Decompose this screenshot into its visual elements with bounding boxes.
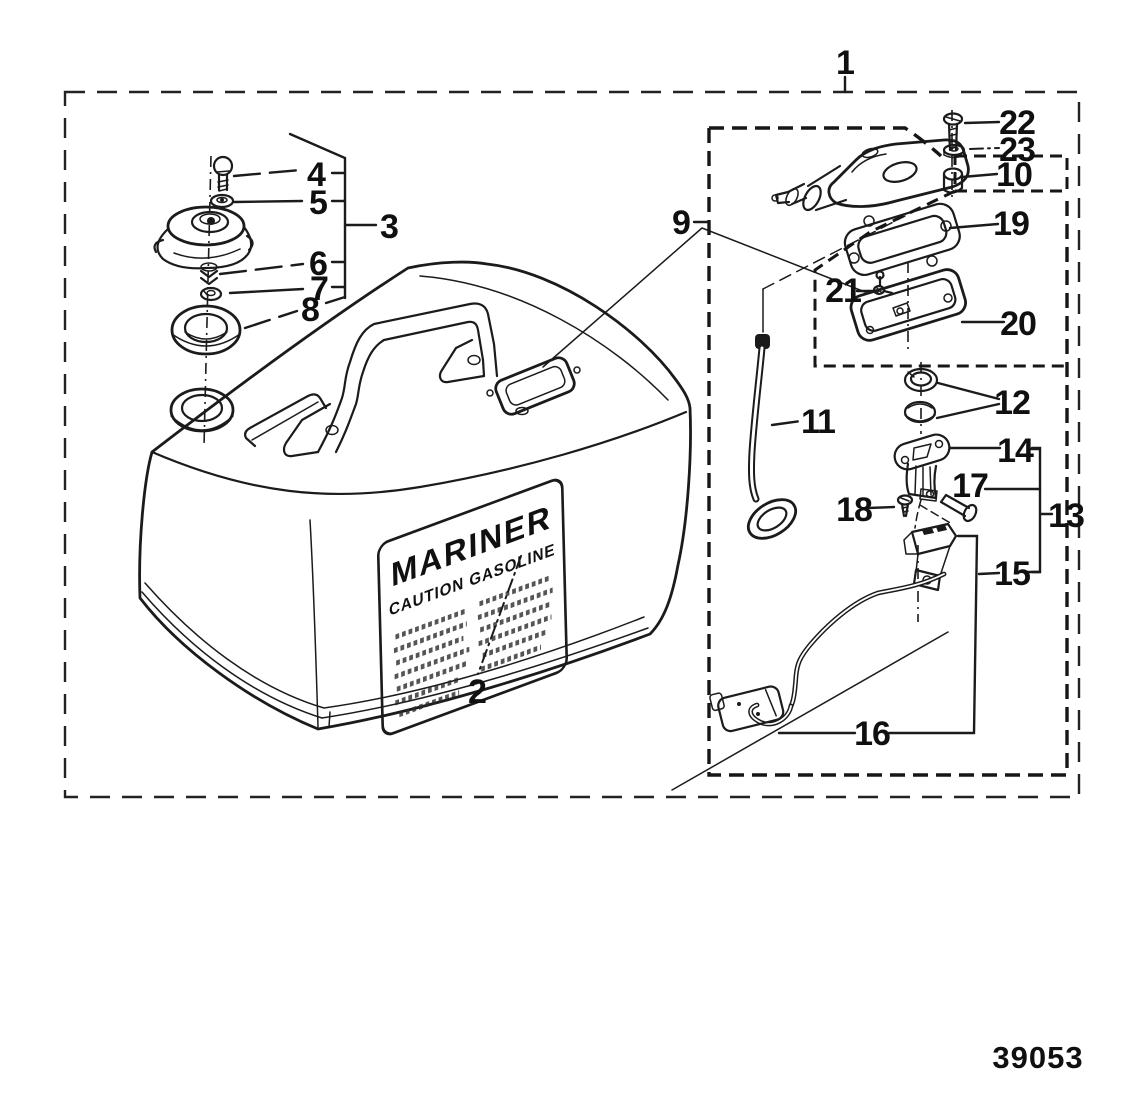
pickup-flange-part14: [893, 433, 951, 502]
fuel-tank-drawing: [138, 260, 692, 731]
callout-11: 11: [801, 403, 835, 441]
callout-19: 19: [993, 205, 1029, 243]
gasket-part19: [843, 202, 961, 276]
callout-8: 8: [301, 291, 319, 329]
washer-part7: [199, 286, 223, 302]
sender-bracket-part15: [903, 499, 958, 592]
callout-23: 23: [999, 131, 1035, 169]
callout-14: 14: [997, 432, 1034, 470]
callout-17: 17: [952, 467, 988, 505]
callout-21: 21: [825, 272, 861, 310]
part10-group-box: [953, 154, 1069, 193]
callout-13: 13: [1048, 497, 1084, 535]
washer-part5: [209, 193, 235, 209]
callout-20: 20: [1000, 305, 1036, 343]
callout-7: 7: [310, 270, 328, 308]
screw-part18: [896, 494, 914, 518]
assembly-box: [707, 128, 1069, 777]
pickup-tube-part11: [746, 334, 798, 540]
fuel-connector-part10: [771, 138, 970, 212]
callout-4: 4: [307, 156, 326, 194]
fuel-cap-part3: [153, 205, 254, 270]
callout-9: 9: [672, 204, 690, 242]
callout-15: 15: [994, 555, 1030, 593]
float-alignment-line: [671, 631, 949, 791]
callout-12: 12: [994, 384, 1030, 422]
spring-washer-part6: [199, 262, 219, 286]
callout-2: 2: [468, 673, 486, 711]
callout-leaders: [218, 75, 1054, 735]
gauge-plate-part20: [849, 268, 967, 342]
callout-16: 16: [854, 715, 890, 753]
figure-border-box: [63, 90, 1081, 799]
tank-handle: [244, 302, 499, 458]
callout-18: 18: [836, 491, 872, 529]
cap-axis-line: [203, 155, 212, 447]
float-arm-part16: [709, 571, 947, 733]
recess-alignment-line: [542, 227, 866, 368]
gauge-group-box: [813, 189, 1067, 368]
callout-5: 5: [309, 184, 327, 222]
grouping-boxes: [63, 90, 1081, 799]
fuel-cap-assembly: [153, 155, 254, 447]
callout-22: 22: [999, 104, 1035, 142]
gasket-ring-part8: [170, 304, 242, 356]
assembly-box-top: [709, 126, 943, 158]
grommets-part12: [903, 367, 939, 424]
callout-3: 3: [380, 208, 398, 246]
filler-neck: [169, 387, 235, 433]
callout-1: 1: [836, 44, 854, 82]
pickup-mount-recess: [486, 356, 581, 416]
pin-part17: [939, 493, 978, 523]
vent-screw-part4: [212, 155, 234, 192]
callout-10: 10: [996, 156, 1032, 194]
drawing-number: 39053: [992, 1040, 1083, 1075]
callout-numbers: 1 2 3 4 5 6 7 8 9 10 11 12 13 14 15 16 1…: [301, 44, 1085, 753]
callout-6: 6: [309, 245, 327, 283]
